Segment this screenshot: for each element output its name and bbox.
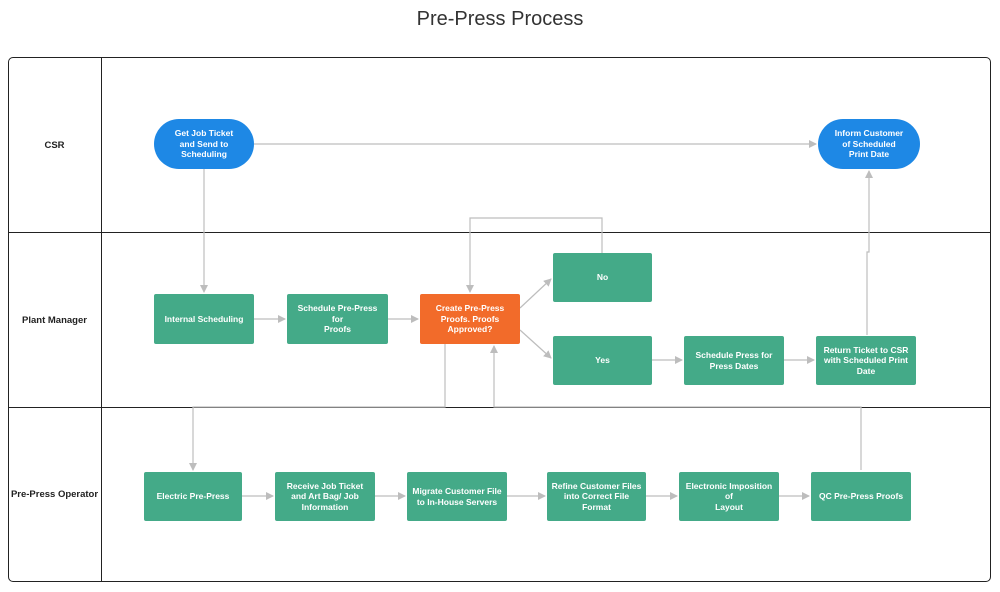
diagram-title: Pre-Press Process — [416, 8, 584, 30]
node-refine-customer-files[interactable]: Refine Customer Files into Correct File … — [547, 472, 646, 521]
connector-no-loop — [466, 217, 603, 293]
node-electronic-imposition[interactable]: Electronic Imposition of Layout — [679, 472, 779, 521]
connector-create-to-no — [519, 278, 552, 309]
node-qc-prepress-proofs[interactable]: QC Pre-Press Proofs — [811, 472, 911, 521]
node-return-ticket[interactable]: Return Ticket to CSR with Scheduled Prin… — [816, 336, 916, 385]
lane-label-prepress-operator: Pre-Press Operator — [10, 489, 99, 500]
node-electric-prepress[interactable]: Electric Pre-Press — [144, 472, 242, 521]
node-receive-job-ticket[interactable]: Receive Job Ticket and Art Bag/ Job Info… — [275, 472, 375, 521]
connector-qc-to-create — [490, 345, 862, 470]
connector-create-to-yes — [519, 329, 552, 359]
node-schedule-prepress[interactable]: Schedule Pre-Press for Proofs — [287, 294, 388, 344]
node-get-job-ticket[interactable]: Get Job Ticket and Send to Scheduling — [154, 119, 254, 169]
swimlane-frame — [8, 57, 991, 582]
node-migrate-customer-file[interactable]: Migrate Customer File to In-House Server… — [407, 472, 507, 521]
connector-create-to-operator — [189, 344, 446, 471]
node-create-proofs-decision[interactable]: Create Pre-Press Proofs. Proofs Approved… — [420, 294, 520, 344]
node-schedule-press[interactable]: Schedule Press for Press Dates — [684, 336, 784, 385]
connector-return-to-inform — [865, 170, 873, 335]
lane-divider-1 — [8, 232, 991, 233]
node-no[interactable]: No — [553, 253, 652, 302]
lane-label-plant-manager: Plant Manager — [22, 315, 87, 326]
node-inform-customer[interactable]: Inform Customer of Scheduled Print Date — [818, 119, 920, 169]
node-yes[interactable]: Yes — [553, 336, 652, 385]
lane-label-csr: CSR — [44, 140, 65, 151]
lane-label-divider — [101, 57, 102, 582]
node-internal-scheduling[interactable]: Internal Scheduling — [154, 294, 254, 344]
